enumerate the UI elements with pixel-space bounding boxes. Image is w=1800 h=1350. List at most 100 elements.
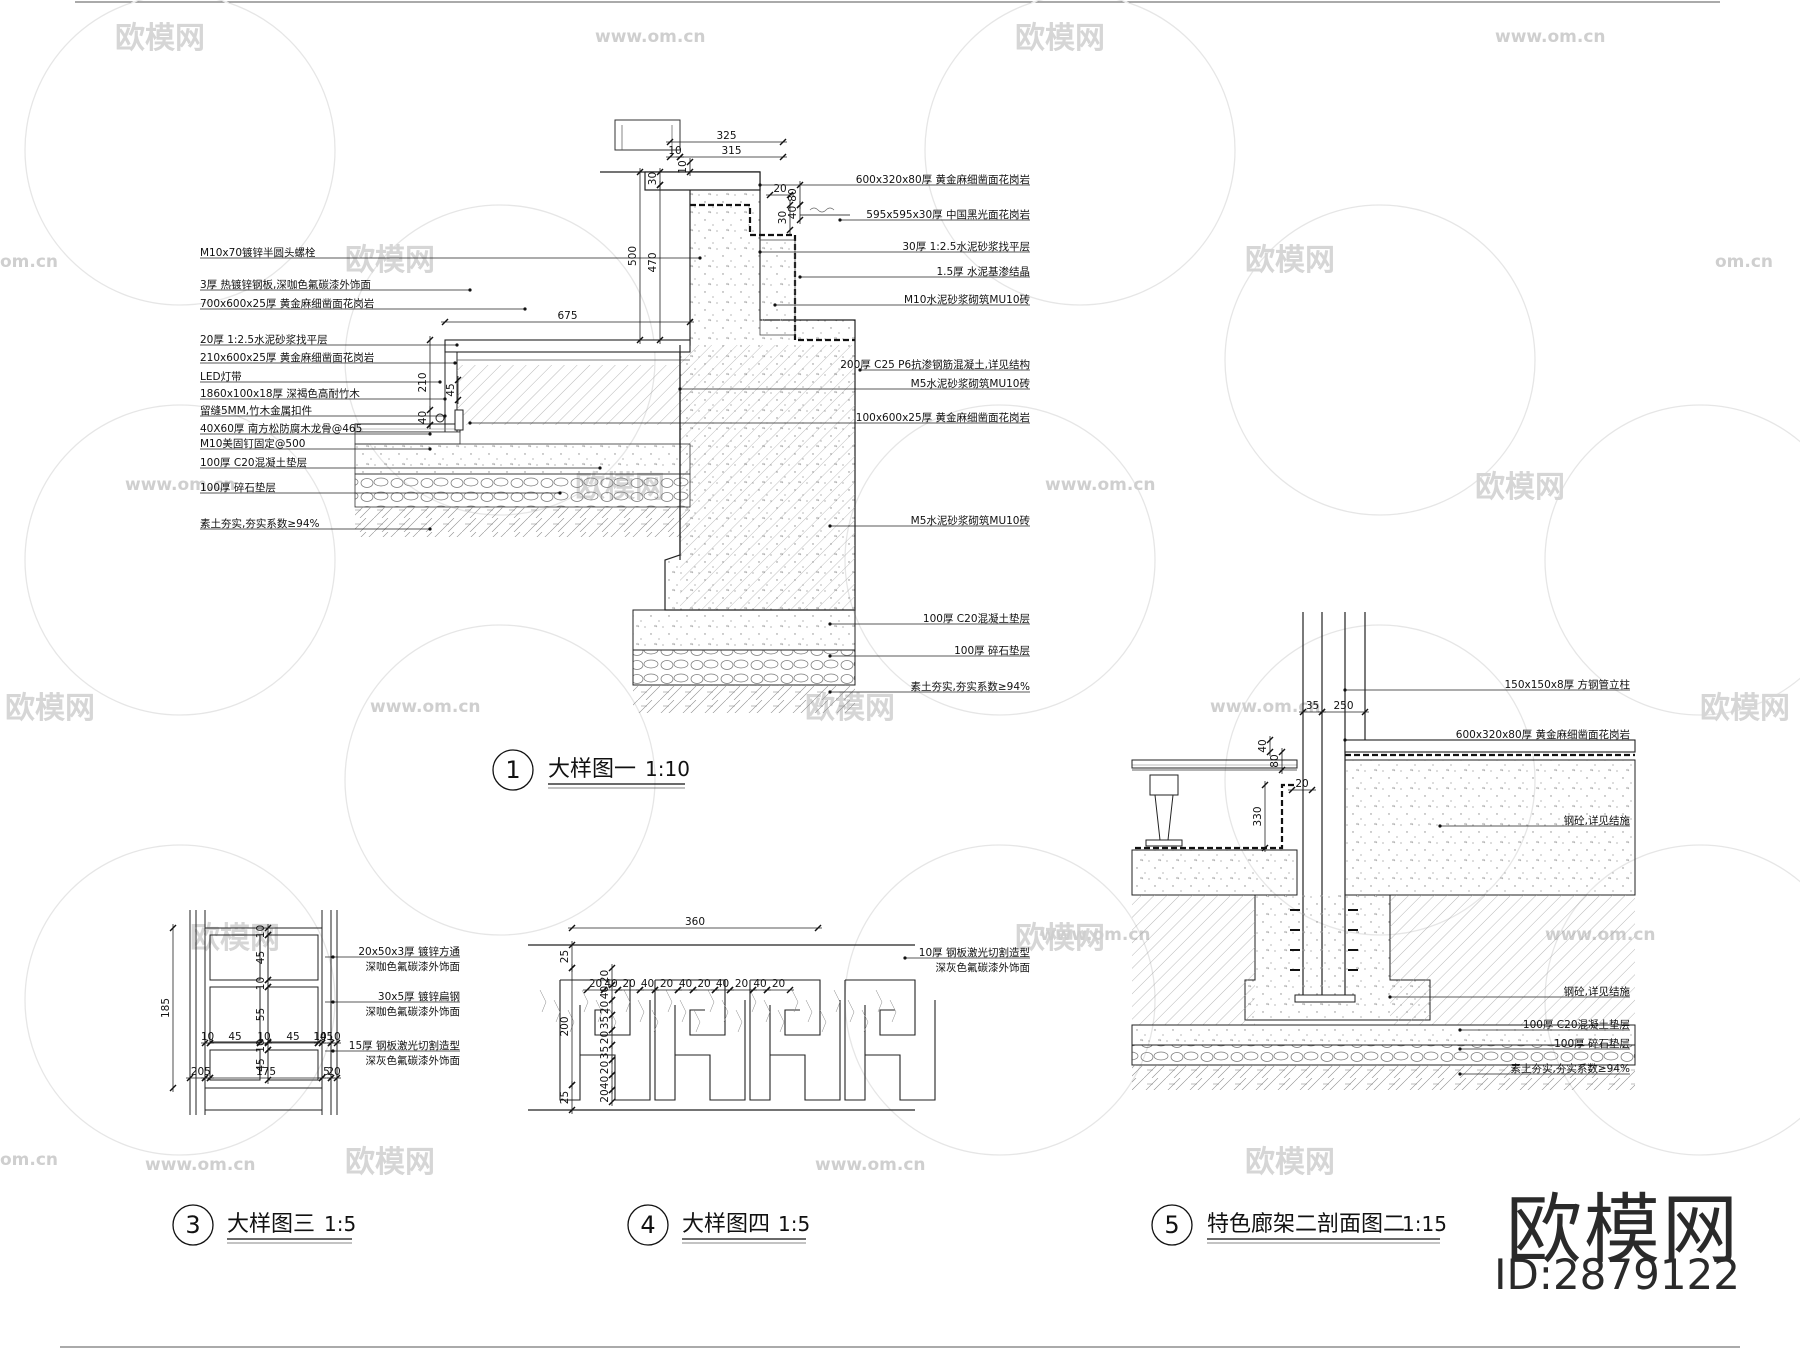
watermark-brand: 欧模网 [115, 21, 205, 56]
leader-label: 600x320x80厚 黄金麻细凿面花岗岩 [856, 173, 1030, 186]
detail-1-title: 1 大样图一 1:10 [492, 749, 690, 791]
detail-4-drawing [528, 944, 936, 1111]
dimension-label: 20 [697, 978, 710, 990]
leader-label: 100厚 碎石垫层 [954, 644, 1030, 657]
leader-label: 700x600x25厚 黄金麻细凿面花岗岩 [200, 297, 374, 310]
dimension-label: 20 [191, 1066, 204, 1078]
detail-1-number: 1 [505, 756, 520, 784]
watermark-url: www.om.cn [145, 1155, 256, 1175]
leader-label: M10美固钉固定@500 [200, 437, 305, 450]
dimension-label: 185 [160, 998, 172, 1018]
dimension-label: 470 [647, 252, 659, 272]
watermark-url: www.om.cn [1210, 697, 1321, 717]
watermark-url: www.om.cn [125, 475, 236, 495]
dimension-label: 360 [685, 916, 705, 928]
dimension-label: 10 [327, 1031, 340, 1043]
dimension-label: 210 [417, 372, 429, 392]
dimension-label: 45 [320, 1031, 333, 1043]
dimension-label: 35 [599, 1046, 611, 1059]
detail-1-number-circle [492, 749, 534, 791]
leader-label: 100x600x25厚 黄金麻细凿面花岗岩 [856, 411, 1030, 424]
dimension-label: 30 [647, 172, 659, 185]
leader-label: 30x5厚 镀锌扁钢 [378, 990, 460, 1003]
dimension-label: 30 [777, 211, 789, 224]
watermark-url: www.om.cn [1495, 27, 1606, 47]
dimension-label: 55 [255, 1008, 267, 1021]
leader-label: LED灯带 [200, 371, 242, 383]
dimension-label: 80 [787, 188, 799, 201]
watermark-brand: 欧模网 [1245, 243, 1335, 278]
dimension-label: 20 [327, 1066, 340, 1078]
model-id: ID:2879122 [1494, 1250, 1740, 1299]
detail-4-title: 4 大样图四 1:5 [627, 1204, 810, 1246]
dimension-label: 10 [201, 1031, 214, 1043]
dimension-label: 20 [599, 1061, 611, 1074]
dimension-label: 175 [256, 1066, 276, 1078]
dimension-label: 40 [417, 411, 429, 424]
watermark-url: www.om.cn [370, 697, 481, 717]
dimension-label: 10 [677, 160, 689, 173]
detail-4-title-text: 大样图四 [682, 1212, 770, 1237]
dimension-label: 80 [1269, 754, 1281, 767]
dimension-label: 325 [716, 130, 736, 142]
dimension-label: 25 [559, 1091, 571, 1104]
dimension-label: 35 [599, 1016, 611, 1029]
dimension-label: 20 [735, 978, 748, 990]
detail-5-title-text: 特色廊架二剖面图二 [1207, 1212, 1405, 1237]
dimension-label: 5 [204, 1066, 211, 1078]
leader-label: 深咖色氟碳漆外饰面 [366, 1005, 461, 1018]
watermark-url: www.om.cn [595, 27, 706, 47]
dimension-label: 20 [599, 970, 611, 983]
detail-3-scale: 1:5 [324, 1212, 356, 1236]
detail-1-scale: 1:10 [645, 757, 690, 781]
detail-5-leader-labels: 150x150x8厚 方钢管立柱 600x320x80厚 黄金麻细凿面花岗岩钢砼,… [1343, 678, 1630, 1076]
detail-5-number: 5 [1164, 1211, 1179, 1239]
watermark-brand: 欧模网 [345, 1145, 435, 1180]
leader-label: 钢砼,详见结施 [1564, 814, 1631, 827]
leader-label: 1860x100x18厚 深褐色高耐竹木 [200, 387, 360, 400]
brand-logo-text: 欧模网 [1506, 1185, 1740, 1274]
leader-label: 595x595x30厚 中国黑光面花岗岩 [866, 208, 1030, 221]
leader-label: 10厚 钢板激光切割造型 [919, 946, 1030, 959]
dimension-label: 45 [228, 1031, 241, 1043]
dimension-label: 40 [599, 986, 611, 999]
leader-label: M10水泥砂浆砌筑MU10砖 [904, 293, 1031, 306]
leader-label: 100厚 C20混凝土垫层 [1523, 1018, 1630, 1031]
leader-label: 留缝5MM,竹木金属扣件 [200, 404, 312, 417]
dimension-label: 10 [257, 1031, 270, 1043]
leader-label: 1.5厚 水泥基渗结晶 [936, 265, 1030, 278]
dimension-label: 5 [323, 1066, 330, 1078]
leader-label: 100厚 碎石垫层 [200, 481, 276, 494]
dimension-label: 330 [1252, 806, 1264, 826]
dimension-label: 200 [559, 1016, 571, 1036]
detail-3-title-text: 大样图三 [227, 1212, 315, 1237]
leader-label: M5水泥砂浆砌筑MU10砖 [911, 377, 1031, 390]
leader-label: 100厚 碎石垫层 [1554, 1037, 1630, 1050]
dimension-label: 20 [599, 1031, 611, 1044]
watermark-url: www.om.cn [815, 1155, 926, 1175]
dimension-label: 10 [668, 145, 681, 157]
leader-label: 素土夯实,夯实系数≥94% [1511, 1062, 1630, 1075]
dimension-label: 20 [772, 978, 785, 990]
leader-label: 素土夯实,夯实系数≥94% [200, 517, 319, 530]
dimension-label: 500 [627, 246, 639, 266]
dimension-label: 40 [599, 1076, 611, 1089]
watermark-brand: 欧模网 [1700, 691, 1790, 726]
dimension-label: 250 [1333, 700, 1353, 712]
leader-label: 深灰色氟碳漆外饰面 [936, 961, 1031, 974]
leader-label: 100厚 C20混凝土垫层 [200, 456, 307, 469]
dimension-label: 20 [1295, 778, 1308, 790]
leader-label: 素土夯实,夯实系数≥94% [911, 680, 1030, 693]
leader-label: 600x320x80厚 黄金麻细凿面花岗岩 [1456, 728, 1630, 741]
watermark-brand: 欧模网 [1015, 21, 1105, 56]
leader-label: 30厚 1:2.5水泥砂浆找平层 [902, 240, 1030, 253]
leader-label: 150x150x8厚 方钢管立柱 [1504, 678, 1630, 691]
dimension-label: 40 [716, 978, 729, 990]
dimension-label: 45 [445, 383, 457, 396]
watermark-brand: 欧模网 [1245, 1145, 1335, 1180]
